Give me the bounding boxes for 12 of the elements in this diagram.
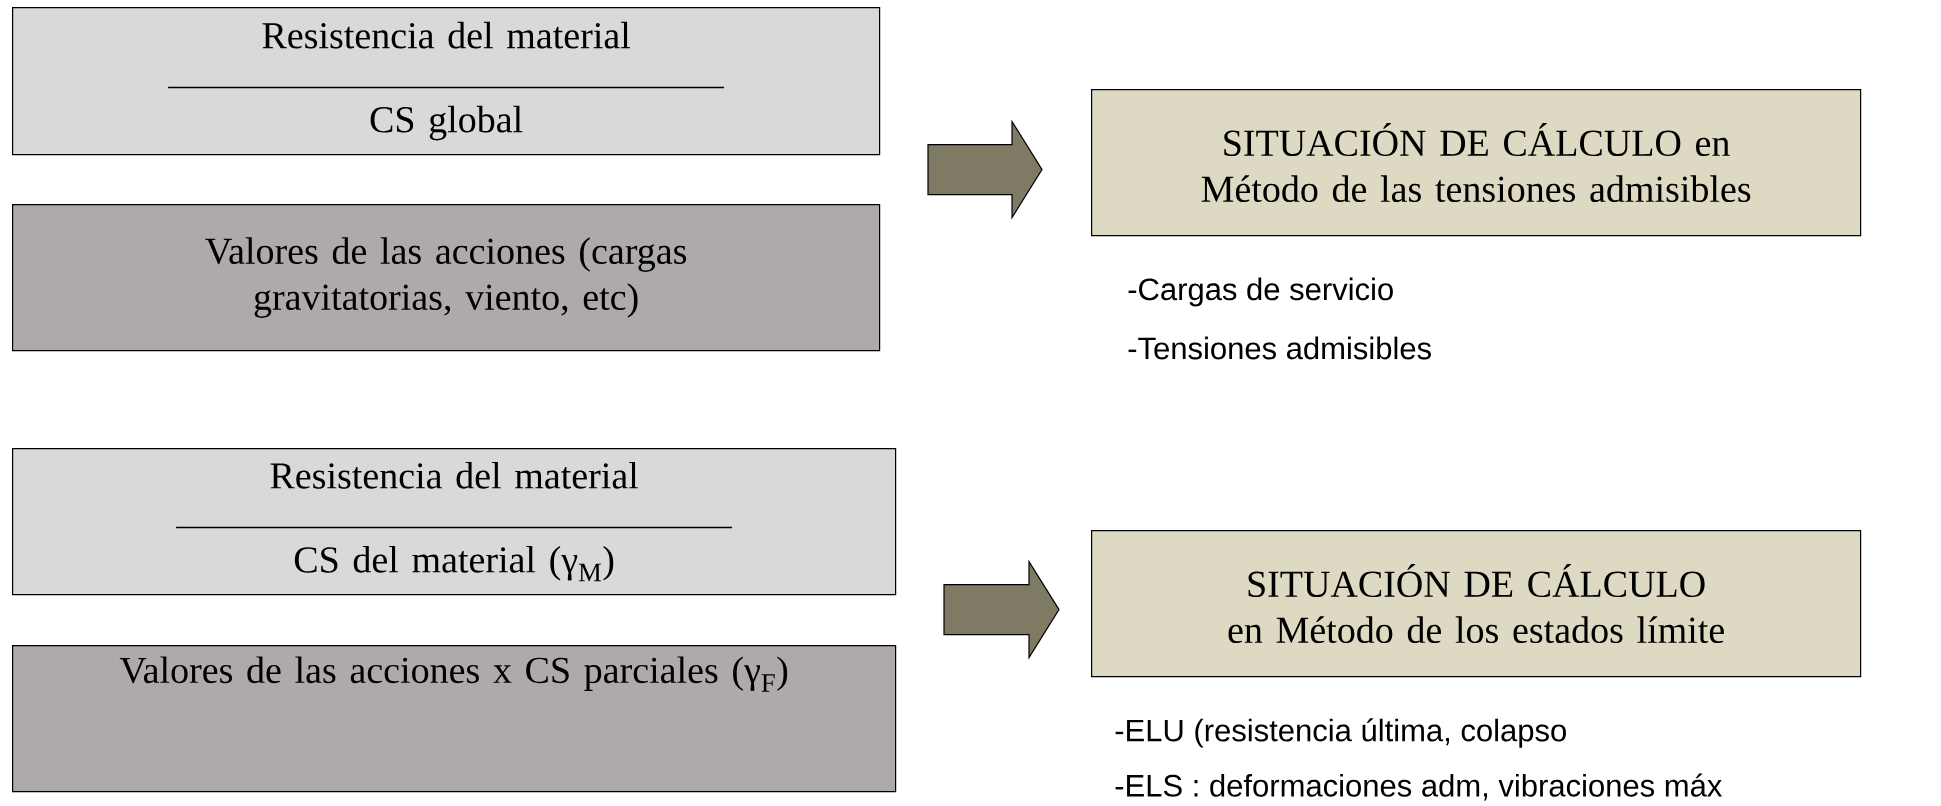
block-arrow	[927, 119, 1043, 220]
list-item: -ELS : deformaciones adm, vibraciones máx	[1115, 773, 1722, 801]
material-box: Resistencia del material CS del material (γ$_{M}$)	[12, 448, 897, 596]
material-box: Resistencia del material CS global	[12, 7, 881, 156]
situation-box: SITUACIÓN DE CÁLCULO en Método de las tensiones admisibles	[1091, 89, 1862, 237]
actions-box: Valores de las acciones x CS parciales (γ$_{F}$)	[12, 645, 897, 793]
list-item: -Cargas de servicio	[1128, 277, 1393, 307]
block-arrow	[943, 559, 1060, 660]
situation-box: SITUACIÓN DE CÁLCULO en Método de los estados límite	[1091, 530, 1862, 678]
actions-box: Valores de las acciones (cargas gravitatorias, viento, etc)	[12, 204, 881, 352]
list-item: -Tensiones admisibles	[1128, 336, 1431, 360]
list-item: -ELU (resistencia última, colapso	[1115, 718, 1566, 748]
